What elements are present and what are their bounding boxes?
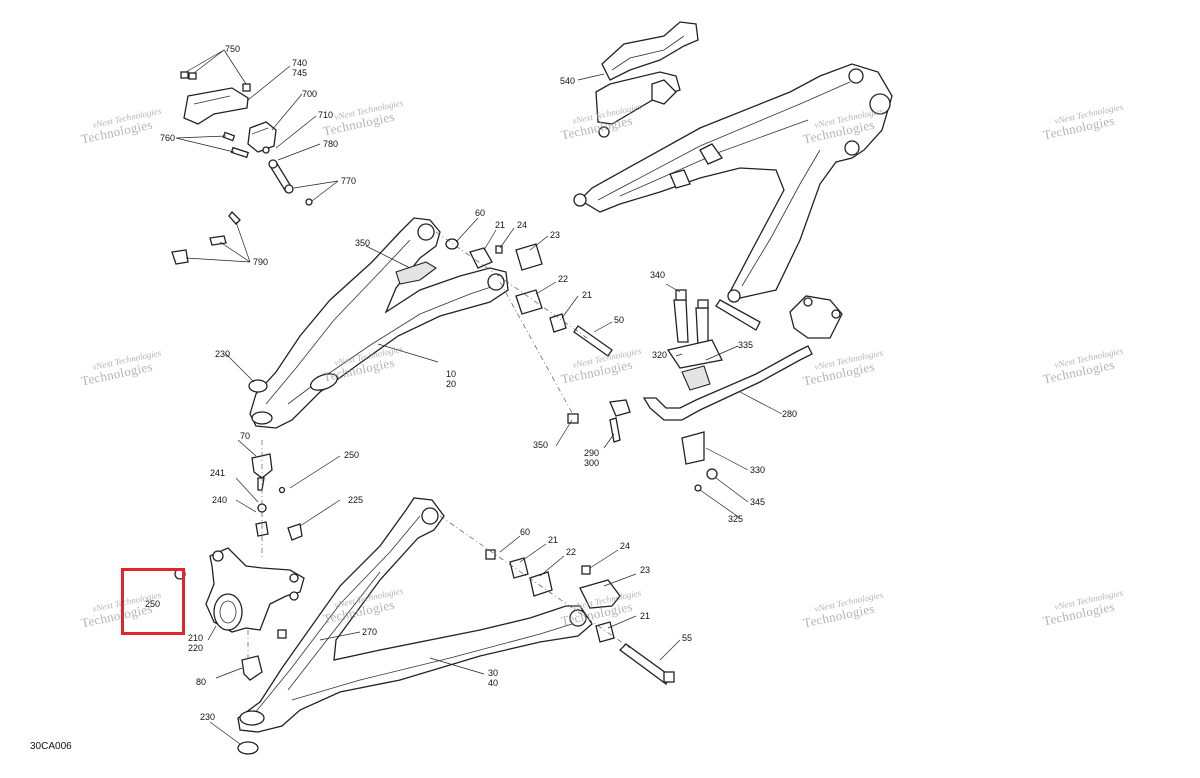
callout-790: 790 bbox=[253, 257, 268, 267]
callout-750: 750 bbox=[225, 44, 240, 54]
callout-250-lower: 250 bbox=[145, 599, 160, 609]
callout-22-lower: 22 bbox=[566, 547, 576, 557]
callout-23-upper: 23 bbox=[550, 230, 560, 240]
callout-21-upper-b: 21 bbox=[582, 290, 592, 300]
callout-350-lower: 350 bbox=[533, 440, 548, 450]
callout-60-upper: 60 bbox=[475, 208, 485, 218]
callout-250-upper: 250 bbox=[344, 450, 359, 460]
lower-arm-bushings bbox=[439, 515, 681, 685]
callout-540: 540 bbox=[560, 76, 575, 86]
callout-24-lower: 24 bbox=[620, 541, 630, 551]
callout-745: 745 bbox=[292, 68, 307, 78]
callout-240: 240 bbox=[212, 495, 227, 505]
lower-a-arm bbox=[237, 497, 593, 733]
callout-22-upper: 22 bbox=[558, 274, 568, 284]
callout-710: 710 bbox=[318, 110, 333, 120]
callout-50: 50 bbox=[614, 315, 624, 325]
callout-labels: 750 740 745 700 710 760 780 770 790 540 … bbox=[145, 44, 797, 722]
callout-220: 220 bbox=[188, 643, 203, 653]
callout-345: 345 bbox=[750, 497, 765, 507]
callout-40: 40 bbox=[488, 678, 498, 688]
callout-780: 780 bbox=[323, 139, 338, 149]
callout-225: 225 bbox=[348, 495, 363, 505]
callout-210: 210 bbox=[188, 633, 203, 643]
callout-230-lower: 230 bbox=[200, 712, 215, 722]
callout-270: 270 bbox=[362, 627, 377, 637]
bracket-assembly-750-790 bbox=[171, 49, 339, 265]
callout-55: 55 bbox=[682, 633, 692, 643]
callout-30: 30 bbox=[488, 668, 498, 678]
callout-760: 760 bbox=[160, 133, 175, 143]
rear-frame-arm bbox=[573, 21, 893, 303]
callout-340: 340 bbox=[650, 270, 665, 280]
callout-320: 320 bbox=[652, 350, 667, 360]
callout-325: 325 bbox=[728, 514, 743, 524]
sway-bar-assembly bbox=[555, 283, 843, 519]
callout-21-lower-b: 21 bbox=[640, 611, 650, 621]
callout-23-lower: 23 bbox=[640, 565, 650, 575]
upper-a-arm bbox=[249, 217, 509, 429]
callout-290: 290 bbox=[584, 448, 599, 458]
callout-21-upper-a: 21 bbox=[495, 220, 505, 230]
callout-70: 70 bbox=[240, 431, 250, 441]
callout-700: 700 bbox=[302, 89, 317, 99]
callout-300: 300 bbox=[584, 458, 599, 468]
callout-280: 280 bbox=[782, 409, 797, 419]
callout-740: 740 bbox=[292, 58, 307, 68]
callout-330: 330 bbox=[750, 465, 765, 475]
callout-241: 241 bbox=[210, 468, 225, 478]
callout-60-lower: 60 bbox=[520, 527, 530, 537]
callout-21-lower-a: 21 bbox=[548, 535, 558, 545]
callout-230-upper: 230 bbox=[215, 349, 230, 359]
callout-10: 10 bbox=[446, 369, 456, 379]
figure-code: 30CA006 bbox=[30, 741, 72, 752]
knuckle-assembly bbox=[174, 353, 341, 755]
callout-335: 335 bbox=[738, 340, 753, 350]
callout-24-upper: 24 bbox=[517, 220, 527, 230]
callout-20: 20 bbox=[446, 379, 456, 389]
callout-770: 770 bbox=[341, 176, 356, 186]
upper-arm-bushings bbox=[435, 217, 613, 421]
highlight-box bbox=[121, 568, 185, 635]
callout-350-upper: 350 bbox=[355, 238, 370, 248]
callout-80: 80 bbox=[196, 677, 206, 687]
